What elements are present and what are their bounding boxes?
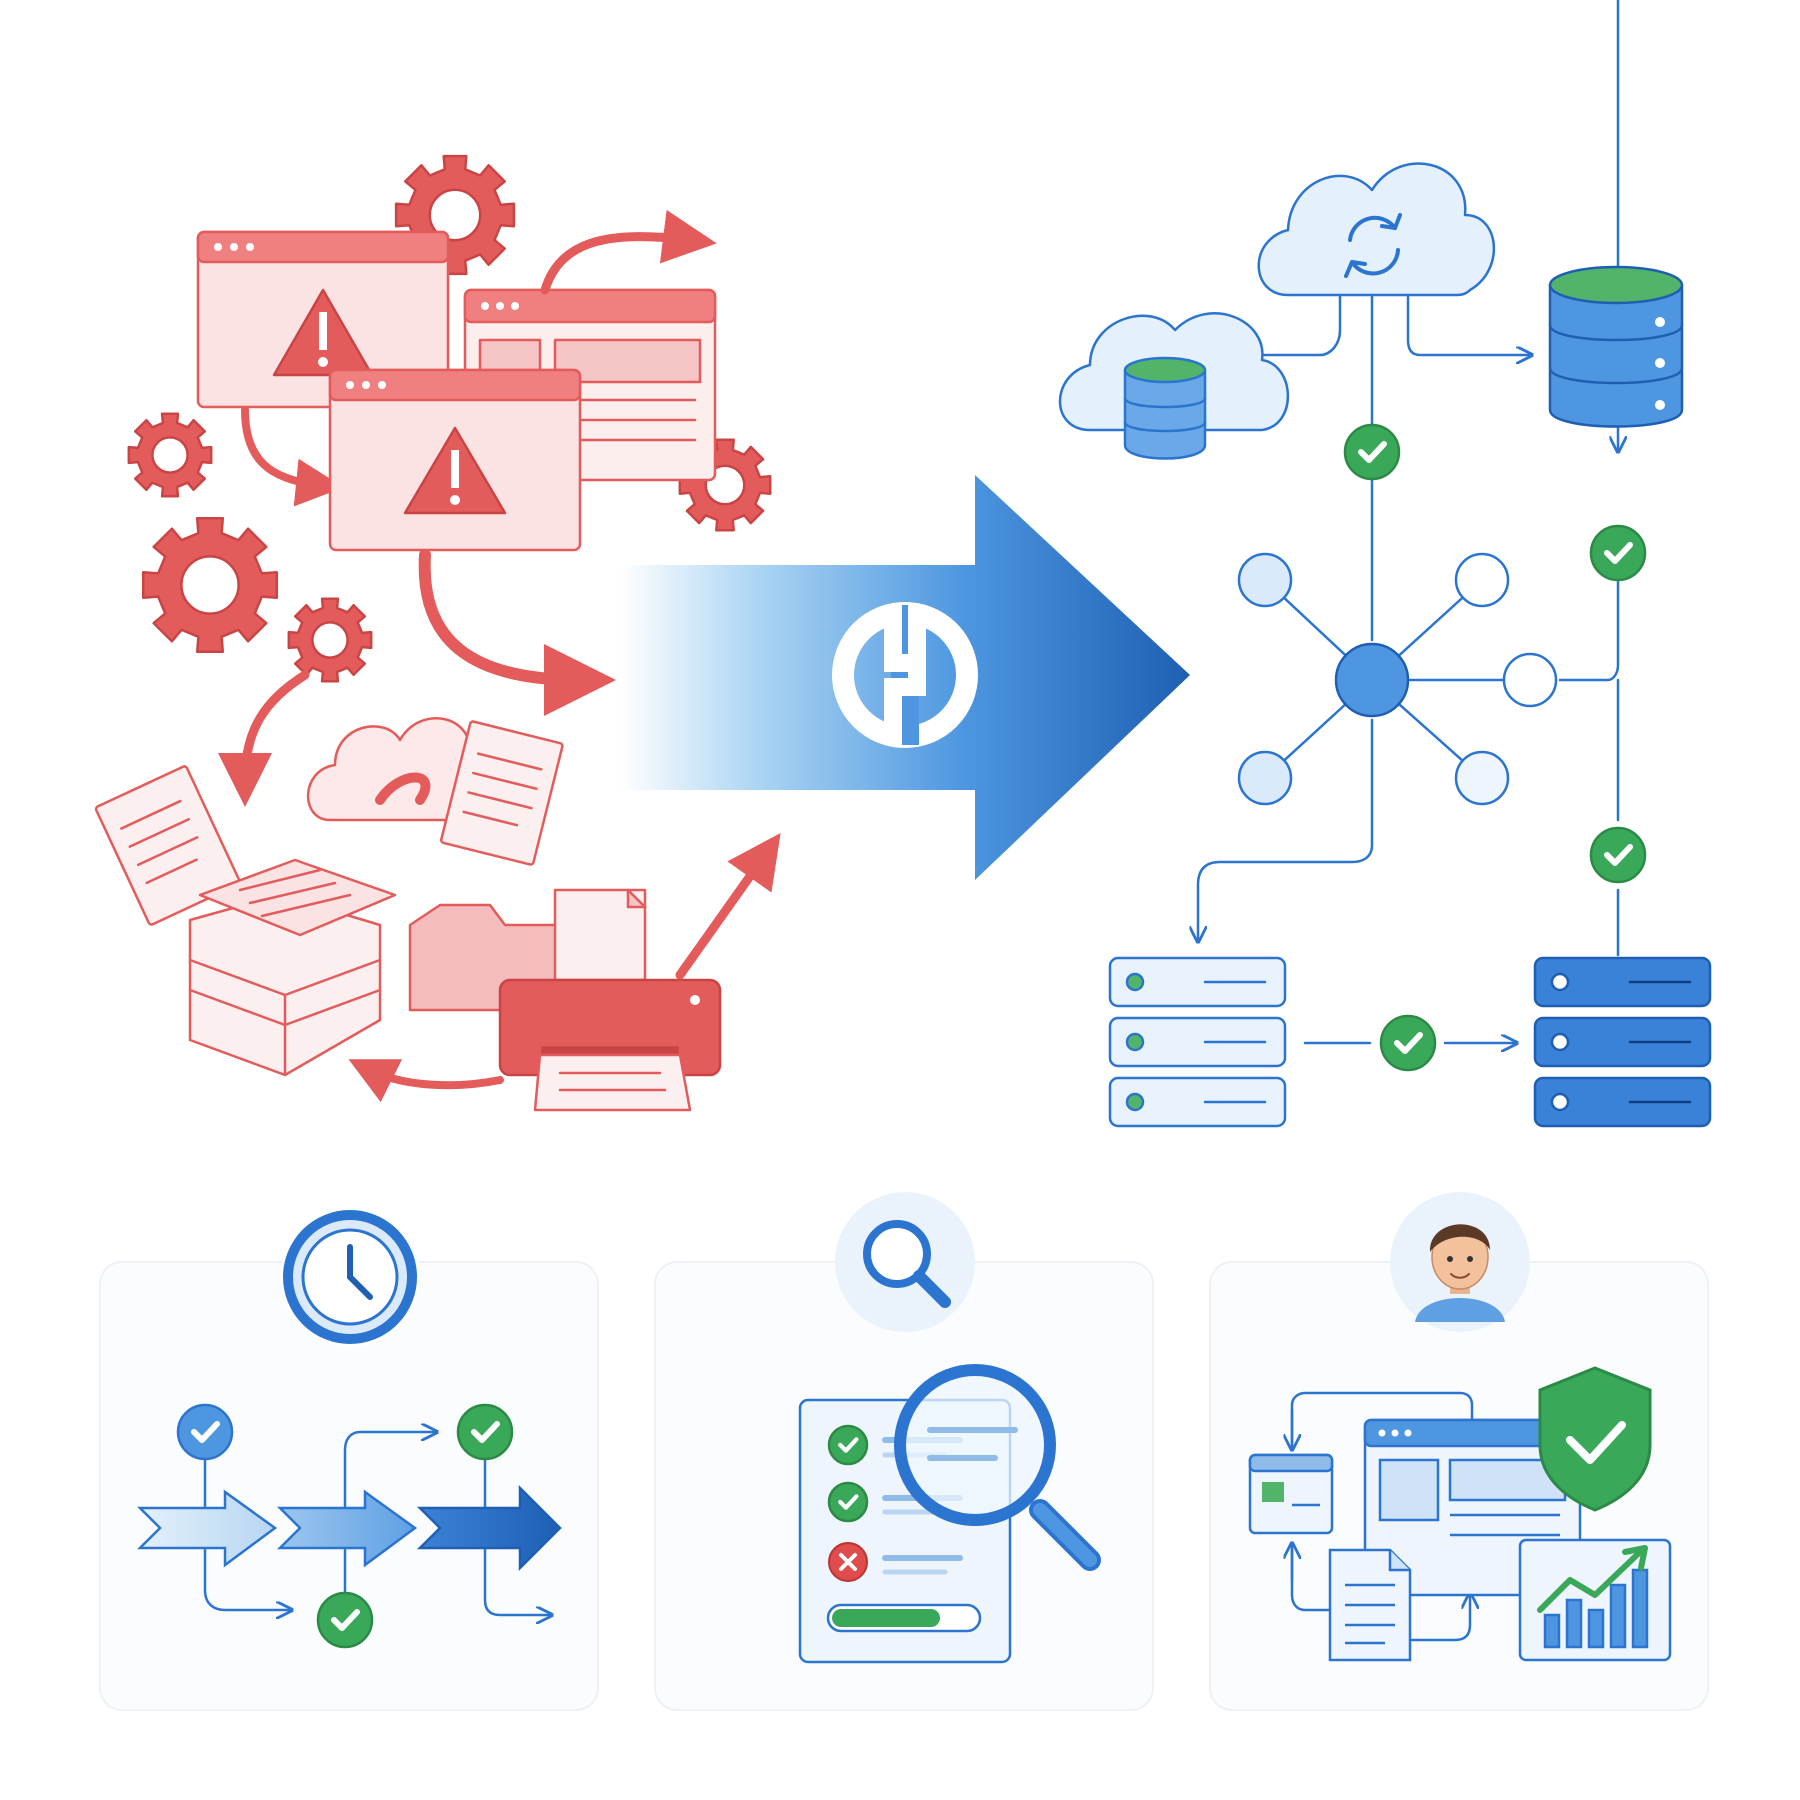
feature-card-automation xyxy=(99,1207,599,1711)
check-mark xyxy=(1604,542,1633,564)
check-badge xyxy=(316,1591,374,1649)
cloud-sync-icon xyxy=(1257,162,1495,297)
check-mark xyxy=(1394,1032,1423,1054)
small-window-icon xyxy=(1248,1453,1334,1535)
chaotic-arrow-icon xyxy=(348,1059,504,1103)
warning-window-icon xyxy=(196,230,450,409)
check-mark xyxy=(1358,441,1387,463)
error-x-icon xyxy=(828,1542,868,1582)
printer-icon xyxy=(498,888,722,1112)
chevron-arrow-icon xyxy=(276,1489,418,1568)
check-icon xyxy=(456,1403,514,1461)
document-icon xyxy=(439,720,564,866)
check-icon xyxy=(827,1424,869,1466)
check-badge xyxy=(1589,524,1647,582)
database-icon xyxy=(1548,265,1684,428)
solution-network xyxy=(1058,0,1712,1128)
gear-hole xyxy=(180,555,240,615)
warning-window-icon xyxy=(328,368,582,552)
magnifier-icon xyxy=(894,1364,1101,1571)
server-rack-icon xyxy=(1533,956,1712,1128)
cloud-database-icon xyxy=(1058,312,1290,460)
check-badge xyxy=(1343,423,1401,481)
check-badge xyxy=(176,1403,234,1461)
gear-icon xyxy=(287,597,373,683)
user-avatar-icon xyxy=(1390,1192,1530,1332)
chaotic-arrow-icon xyxy=(418,549,616,716)
gear-hole xyxy=(151,436,189,474)
magnifier-icon xyxy=(835,1192,975,1332)
server-rack-icon xyxy=(1108,956,1287,1128)
feature-cards xyxy=(99,1192,1709,1711)
check-badge xyxy=(827,1481,869,1523)
chaotic-arrow-icon xyxy=(540,209,717,295)
integration-logo-icon xyxy=(832,602,978,748)
chevron-arrow-icon xyxy=(416,1484,562,1572)
chevron-arrow-icon xyxy=(136,1489,278,1568)
clock-icon xyxy=(280,1207,420,1347)
gear-icon xyxy=(141,516,279,654)
document-icon xyxy=(1328,1548,1412,1662)
problem-cluster xyxy=(94,154,781,1112)
feature-card-validation xyxy=(654,1192,1154,1711)
document-pile-icon xyxy=(188,858,397,1077)
check-mark xyxy=(331,1609,360,1631)
check-badge xyxy=(1589,826,1647,884)
feature-card-user-control xyxy=(1209,1192,1709,1711)
document-icon xyxy=(94,765,241,926)
check-badge xyxy=(827,1424,869,1466)
check-badge xyxy=(1379,1014,1437,1072)
check-mark xyxy=(1604,844,1633,866)
shield-check-icon xyxy=(1538,1366,1652,1512)
check-mark xyxy=(838,1437,859,1453)
check-icon xyxy=(1379,1014,1437,1072)
hub-node-icon xyxy=(1237,552,1558,806)
check-icon xyxy=(1343,423,1401,481)
growth-chart-icon xyxy=(1518,1538,1672,1662)
check-badge xyxy=(456,1403,514,1461)
check-icon xyxy=(1589,524,1647,582)
flow-arrow-icon xyxy=(1198,0,1618,1043)
gear-hole xyxy=(428,188,482,242)
chaotic-arrow-icon xyxy=(218,670,310,807)
check-mark xyxy=(471,1421,500,1443)
progress-bar-icon xyxy=(826,1603,982,1633)
check-icon xyxy=(316,1591,374,1649)
check-mark xyxy=(838,1494,859,1510)
check-icon xyxy=(176,1403,234,1461)
chaotic-arrow-icon xyxy=(241,406,344,507)
check-mark xyxy=(191,1421,220,1443)
transition-arrow xyxy=(620,475,1190,880)
check-icon xyxy=(1589,826,1647,884)
check-icon xyxy=(827,1481,869,1523)
gear-icon xyxy=(127,412,213,498)
gear-hole xyxy=(311,621,349,659)
chaotic-arrow-icon xyxy=(675,832,781,980)
